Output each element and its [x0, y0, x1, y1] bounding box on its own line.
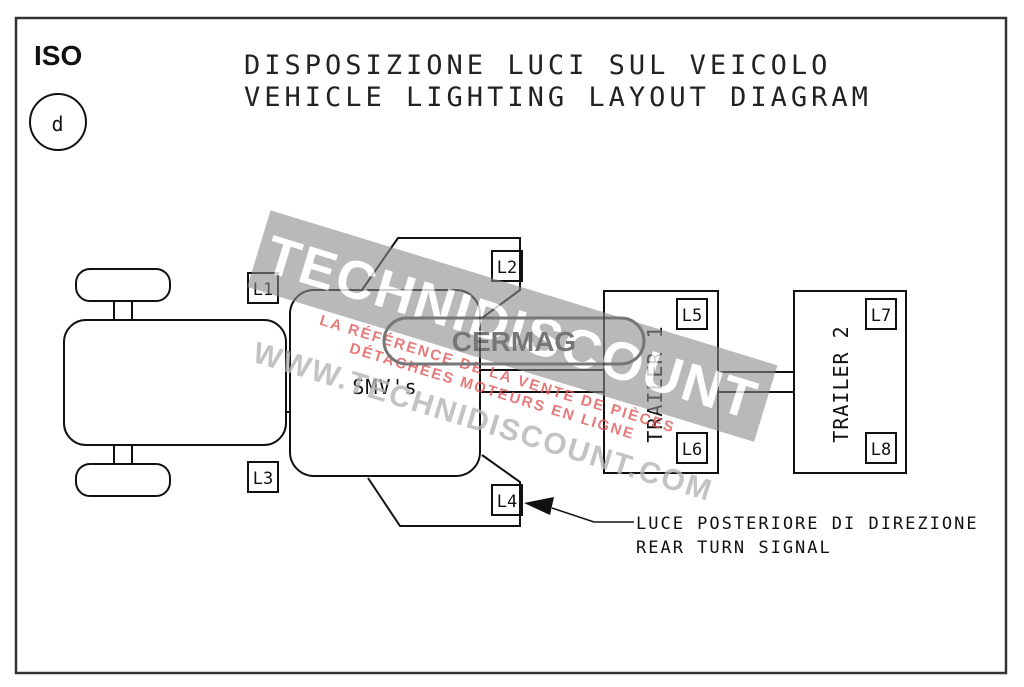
light-l7: L7	[865, 298, 897, 330]
lower-fender	[367, 454, 521, 527]
callout-italian: LUCE POSTERIORE DI DIREZIONE	[636, 514, 979, 534]
trailer-2-body	[793, 290, 907, 474]
watermark-band	[247, 210, 778, 442]
light-l7-label: L7	[871, 306, 891, 326]
light-l3-label: L3	[253, 469, 273, 489]
tractor	[63, 268, 290, 497]
view-letter: d	[51, 112, 64, 136]
light-l5-label: L5	[682, 306, 702, 326]
light-l8-label: L8	[871, 440, 891, 460]
title-italian: DISPOSIZIONE LUCI SUL VEICOLO	[244, 50, 831, 81]
title-english: VEHICLE LIGHTING LAYOUT DIAGRAM	[244, 82, 872, 113]
smv-label: SMV's	[352, 375, 417, 399]
light-l8: L8	[865, 432, 897, 464]
view-letter-circle	[29, 93, 87, 151]
iso-label: ISO	[34, 40, 82, 71]
light-l5: L5	[676, 298, 708, 330]
light-l4: L4	[491, 484, 523, 516]
light-l4-label: L4	[497, 492, 517, 512]
light-l2-label: L2	[497, 258, 517, 278]
tractor-body	[63, 319, 287, 446]
light-l2: L2	[491, 250, 523, 282]
light-l6-label: L6	[682, 440, 702, 460]
callout-english: REAR TURN SIGNAL	[636, 538, 832, 558]
cermag-logo-frame	[382, 316, 646, 366]
callout-leader	[551, 507, 634, 523]
trailer-2-label: TRAILER 2	[829, 325, 853, 442]
light-l3: L3	[247, 461, 279, 493]
cermag-logo: CERMAG	[452, 326, 576, 357]
callout-arrowhead	[524, 497, 554, 515]
light-l6: L6	[676, 432, 708, 464]
